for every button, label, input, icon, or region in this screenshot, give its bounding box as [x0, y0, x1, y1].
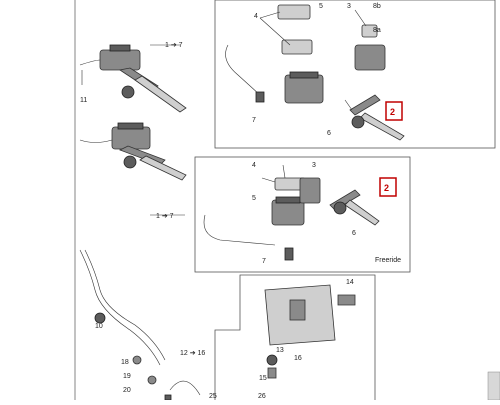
label-7-top: 7	[252, 117, 256, 124]
label-19: 19	[123, 373, 131, 380]
label-16: 16	[294, 355, 302, 362]
label-20: 20	[123, 387, 131, 394]
left-hose-parts	[74, 0, 201, 401]
highlight-callout-2-top[interactable]: 2	[385, 101, 403, 121]
label-6-mid: 6	[352, 230, 356, 237]
label-5-mid: 5	[252, 195, 256, 202]
label-1-7-mid: 1 ➔ 7	[156, 213, 174, 220]
freeride-inset-frame	[194, 156, 411, 273]
lower-inset-parts	[264, 284, 356, 379]
label-3-mid: 3	[312, 162, 316, 169]
label-3: 3	[347, 3, 351, 10]
label-13: 13	[276, 347, 284, 354]
label-2-top: 2	[390, 107, 395, 117]
highlight-callout-2-mid[interactable]: 2	[379, 177, 397, 197]
top-inset-frame	[214, 0, 496, 149]
label-11: 11	[80, 97, 87, 104]
label-15: 15	[259, 375, 267, 382]
freeride-inset-parts	[203, 177, 380, 261]
top-inset-parts	[225, 4, 405, 141]
label-5-top: 5	[319, 3, 323, 10]
label-4-top: 4	[254, 13, 258, 20]
label-10: 10	[95, 323, 103, 330]
left-master-cylinder-top	[79, 44, 187, 113]
left-master-cylinder-mid	[79, 122, 187, 181]
label-6-top: 6	[327, 130, 331, 137]
label-2-mid: 2	[384, 183, 389, 193]
corner-logo-fragment	[487, 371, 500, 401]
lower-inset-frame	[214, 274, 376, 400]
label-7-mid: 7	[262, 258, 266, 265]
label-1-7-top: 1 ➔ 7	[165, 42, 183, 49]
label-12-16: 12 ➔ 16	[180, 350, 205, 357]
callout-labels: 1 ➔ 7 11 4 5 3 8b 8a 7 6 4 3 5 6 7 1 ➔ 7…	[80, 3, 401, 400]
label-8a: 8a	[373, 27, 381, 34]
label-25: 25	[209, 393, 217, 400]
label-4-mid: 4	[252, 162, 256, 169]
label-26: 26	[258, 393, 266, 400]
label-14: 14	[346, 279, 354, 286]
freeride-label: Freeride	[375, 257, 401, 264]
leader-lines	[150, 9, 367, 216]
label-8b: 8b	[373, 3, 381, 10]
label-18: 18	[121, 359, 129, 366]
